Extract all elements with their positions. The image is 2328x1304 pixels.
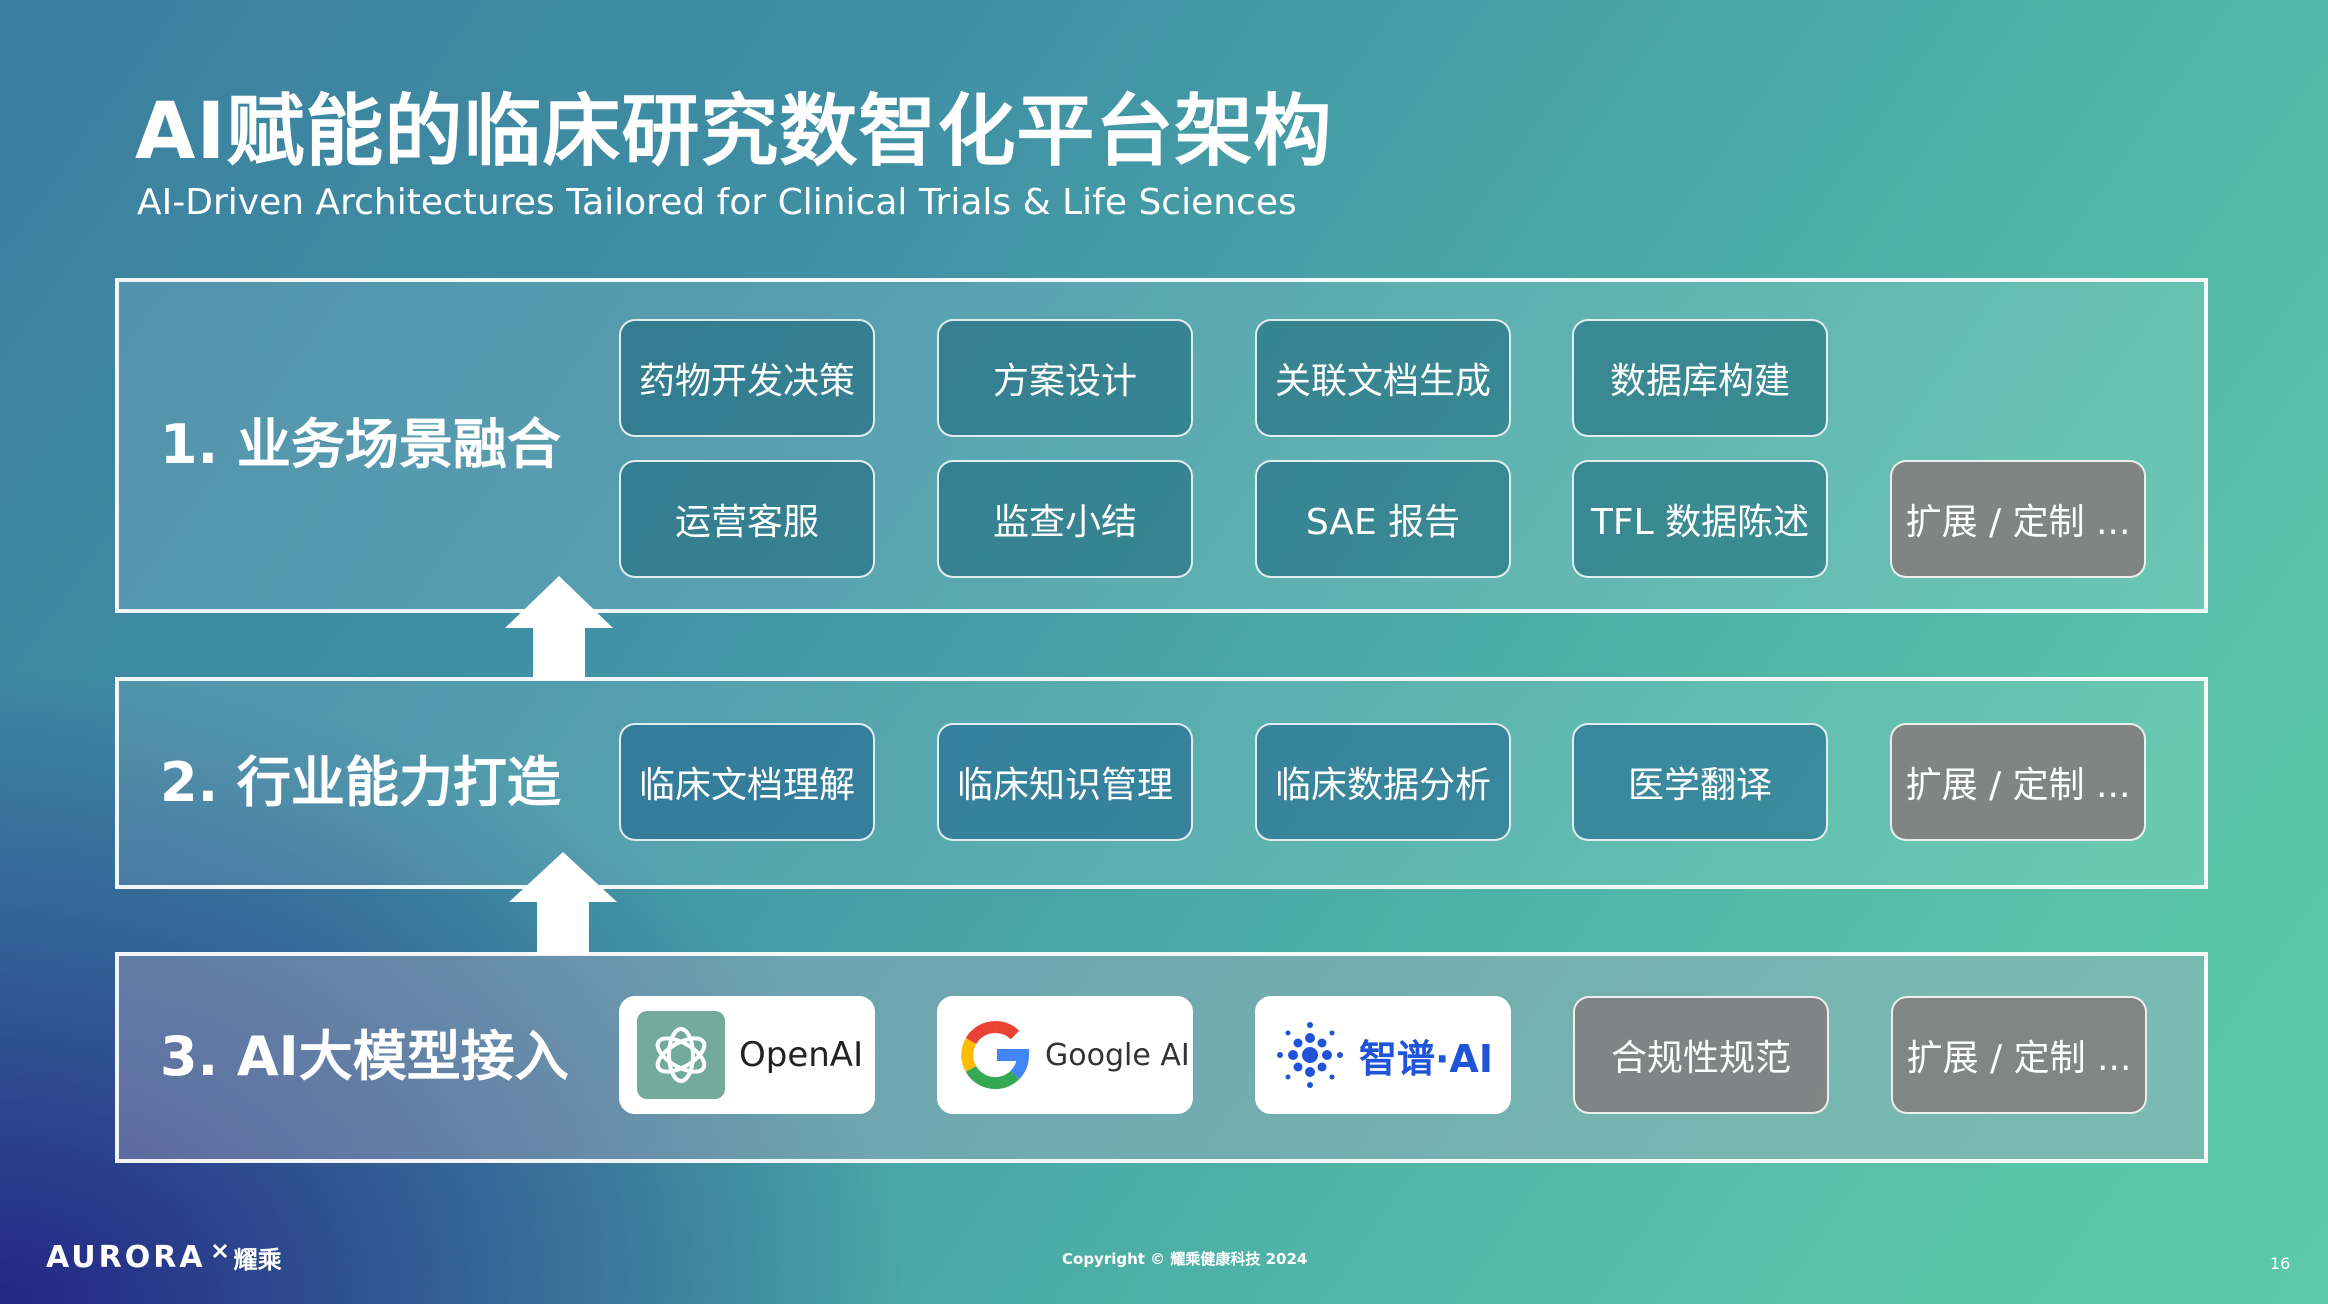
provider-zhipu-ai[interactable]: 智谱·AI	[1255, 996, 1511, 1114]
scenario-operations-support[interactable]: 运营客服	[619, 460, 875, 578]
provider-openai[interactable]: OpenAI	[619, 996, 875, 1114]
logo-brand-cn: 耀乘	[233, 1246, 282, 1274]
openai-icon	[637, 1011, 725, 1099]
logo-brand: AURORA	[46, 1240, 206, 1275]
provider-google-ai-label: Google AI	[1045, 1037, 1190, 1073]
google-icon	[961, 1021, 1029, 1090]
scenario-sae-report[interactable]: SAE 报告	[1255, 460, 1511, 578]
scenario-protocol-design[interactable]: 方案设计	[937, 319, 1193, 437]
provider-google-ai[interactable]: Google AI	[937, 996, 1193, 1114]
layer-1-label: 1. 业务场景融合	[160, 413, 561, 476]
aurora-logo: AURORA 耀乘	[46, 1240, 282, 1275]
page-subtitle: AI-Driven Architectures Tailored for Cli…	[137, 182, 1297, 223]
capability-medical-translation[interactable]: 医学翻译	[1572, 723, 1828, 841]
capability-clinical-data-analysis[interactable]: 临床数据分析	[1255, 723, 1511, 841]
compliance-standards[interactable]: 合规性规范	[1573, 996, 1829, 1114]
capability-clinical-knowledge-management[interactable]: 临床知识管理	[937, 723, 1193, 841]
provider-openai-label: OpenAI	[739, 1035, 864, 1075]
up-arrow-icon	[509, 852, 617, 955]
page-title: AI赋能的临床研究数智化平台架构	[135, 87, 1333, 177]
page-number: 16	[2270, 1254, 2291, 1273]
scenario-tfl-data-statement[interactable]: TFL 数据陈述	[1572, 460, 1828, 578]
capability-clinical-document-understanding[interactable]: 临床文档理解	[619, 723, 875, 841]
scenario-database-build[interactable]: 数据库构建	[1572, 319, 1828, 437]
sparkle-icon	[212, 1243, 227, 1258]
layer-3-label: 3. AI大模型接入	[160, 1025, 569, 1088]
layer-2-label: 2. 行业能力打造	[160, 751, 561, 814]
scenario-monitoring-summary[interactable]: 监查小结	[937, 460, 1193, 578]
zhipu-icon	[1277, 1022, 1343, 1088]
scenario-related-document-generation[interactable]: 关联文档生成	[1255, 319, 1511, 437]
provider-zhipu-ai-label: 智谱·AI	[1359, 1036, 1493, 1081]
up-arrow-icon	[505, 576, 613, 680]
extend-custom-button[interactable]: 扩展 / 定制 ...	[1891, 996, 2147, 1114]
copyright-text: Copyright © 耀乘健康科技 2024	[1062, 1250, 1308, 1268]
extend-custom-button[interactable]: 扩展 / 定制 ...	[1890, 723, 2146, 841]
scenario-drug-development-decision[interactable]: 药物开发决策	[619, 319, 875, 437]
extend-custom-button[interactable]: 扩展 / 定制 ...	[1890, 460, 2146, 578]
